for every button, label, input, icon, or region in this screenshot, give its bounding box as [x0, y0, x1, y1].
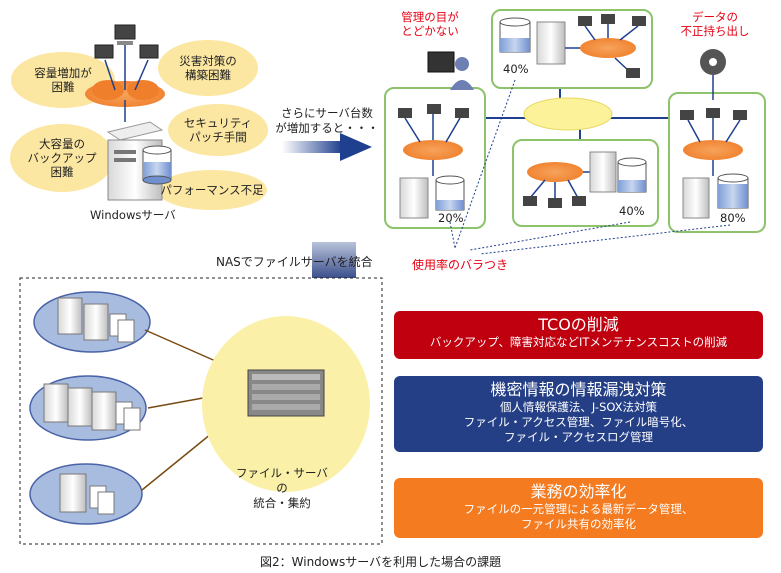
benefit-security-title: 機密情報の情報漏洩対策 [490, 380, 667, 399]
growth-label: さらにサーバ台数 が増加すると・・・ [275, 106, 379, 135]
benefit-efficiency-title: 業務の効率化 [530, 482, 627, 501]
site-3-contents [523, 151, 647, 208]
issue-backup-label: 大容量の バックアップ 困難 [27, 137, 97, 179]
site-1-contents [398, 104, 469, 219]
user-at-pc-icon [427, 51, 474, 90]
client-pcs-left [94, 24, 159, 59]
windows-server [106, 121, 172, 201]
network-cloud-center [523, 97, 613, 131]
data-leak-label: データの 不正持ち出し [680, 10, 750, 38]
figure-caption: 図2：Windowsサーバを利用した場合の課題 [260, 555, 502, 569]
server-group-3 [29, 463, 143, 525]
growth-arrow [282, 133, 372, 161]
issue-cloud-disaster [158, 40, 258, 96]
issue-performance-label: パフォーマンス不足 [160, 183, 264, 197]
site-4-contents [680, 108, 749, 219]
nas-label: ファイル・サーバの 統合・集約 [236, 466, 328, 510]
server-group-1 [33, 291, 151, 353]
issue-cloud-performance [157, 170, 267, 210]
issue-capacity-label: 容量増加が 困難 [34, 66, 92, 94]
issue-security-label: セキュリティ パッチ手間 [183, 116, 253, 144]
unmanaged-label: 管理の目が とどかない [401, 10, 459, 38]
usage-variance-label: 使用率のバラつき [412, 258, 509, 272]
benefit-efficiency-body: ファイルの一元管理による最新データ管理、 ファイル共有の効率化 [463, 502, 694, 531]
issue-cloud-security [168, 104, 268, 156]
usage-variance-lines [449, 79, 731, 255]
issue-cloud-backup [10, 124, 114, 192]
cd-disc-icon [700, 49, 726, 100]
benefit-tco-box: TCOの削減 バックアップ、障害対応などITメンテナンスコストの削減 [394, 311, 763, 359]
benefit-efficiency-box: 業務の効率化 ファイルの一元管理による最新データ管理、 ファイル共有の効率化 [394, 478, 763, 538]
usage-site-2: 40% [503, 62, 529, 76]
benefit-tco-body: バックアップ、障害対応などITメンテナンスコストの削減 [429, 335, 728, 349]
windows-server-label: Windowsサーバ [90, 208, 176, 222]
usage-site-1: 20% [438, 211, 464, 225]
issue-disaster-label: 災害対策の 構築困難 [179, 54, 237, 82]
benefit-security-box: 機密情報の情報漏洩対策 個人情報保護法、J-SOX法対策 ファイル・アクセス管理… [394, 376, 763, 452]
nas-circle [202, 316, 370, 492]
usage-site-4: 80% [720, 211, 746, 225]
consolidation-label: NASでファイルサーバを統合 [216, 255, 373, 269]
usage-site-3: 40% [619, 204, 645, 218]
network-lines-left [104, 45, 149, 122]
benefit-tco-title: TCOの削減 [538, 315, 619, 334]
site-box-2 [491, 9, 653, 89]
site-2-contents [499, 14, 646, 78]
benefit-security-body: 個人情報保護法、J-SOX法対策 ファイル・アクセス管理、ファイル暗号化、 ファ… [463, 400, 694, 444]
server-group-2 [29, 375, 147, 441]
network-cloud-left [85, 80, 165, 107]
